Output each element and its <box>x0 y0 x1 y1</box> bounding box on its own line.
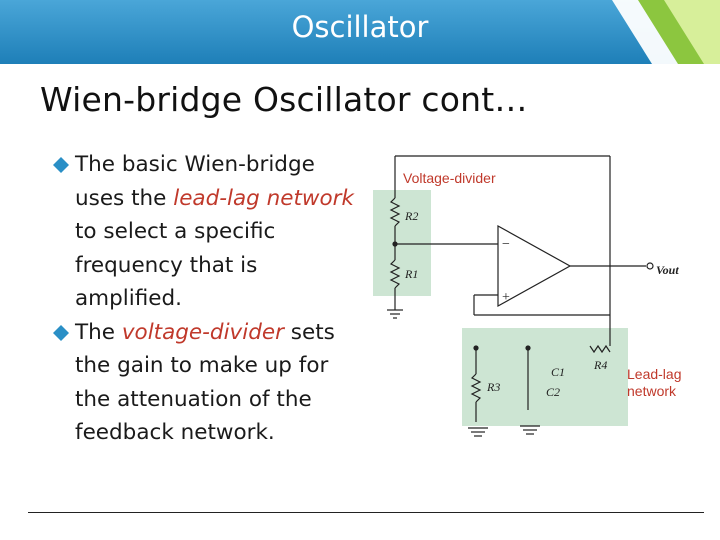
bullet-1-text-post: to select a specific frequency that is a… <box>75 219 276 311</box>
r3-label: R3 <box>486 380 500 394</box>
wien-bridge-circuit-diagram: R2 R1 R3 R4 C1 C2 Vout − + Voltage-divid… <box>370 150 710 450</box>
lead-lag-label: Lead-lag network <box>627 366 682 399</box>
vout-label: Vout <box>656 263 679 277</box>
c1-label: C1 <box>551 365 565 379</box>
inverting-input-sign: − <box>502 237 510 252</box>
bullet-2-text-em: voltage-divider <box>121 319 284 345</box>
diamond-bullet-icon <box>53 324 69 341</box>
bullet-1-text-pre: The basic Wien-bridge uses the <box>75 152 315 211</box>
bullet-2-text-post: sets the gain to make up for the attenua… <box>75 319 335 446</box>
bullet-1-text-em: lead-lag network <box>173 185 354 211</box>
junction-node <box>392 241 398 247</box>
r4-label: R4 <box>593 358 607 372</box>
bullet-item-2: The voltage-divider sets the gain to mak… <box>52 316 362 450</box>
slide-title: Wien-bridge Oscillator cont… <box>40 80 528 119</box>
header-banner: Oscillator <box>0 0 720 64</box>
voltage-divider-label: Voltage-divider <box>403 170 496 186</box>
c2-label: C2 <box>546 385 560 399</box>
r1-label: R1 <box>404 267 418 281</box>
lead-lag-panel <box>462 328 628 426</box>
r2-label: R2 <box>404 209 418 223</box>
bullet-2-text-pre: The <box>75 319 122 345</box>
junction-node <box>473 345 479 351</box>
diamond-bullet-icon <box>53 157 69 173</box>
banner-graphic <box>0 0 720 64</box>
bullet-list: The basic Wien-bridge uses the lead-lag … <box>52 148 362 450</box>
footer-divider <box>28 512 704 513</box>
circuit-schematic: R2 R1 R3 R4 C1 C2 Vout − + <box>373 155 679 437</box>
header-title: Oscillator <box>291 10 429 44</box>
voltage-divider-panel <box>373 190 431 296</box>
noninverting-input-sign: + <box>502 290 510 305</box>
bullet-item-1: The basic Wien-bridge uses the lead-lag … <box>52 148 362 316</box>
junction-node <box>525 345 531 351</box>
